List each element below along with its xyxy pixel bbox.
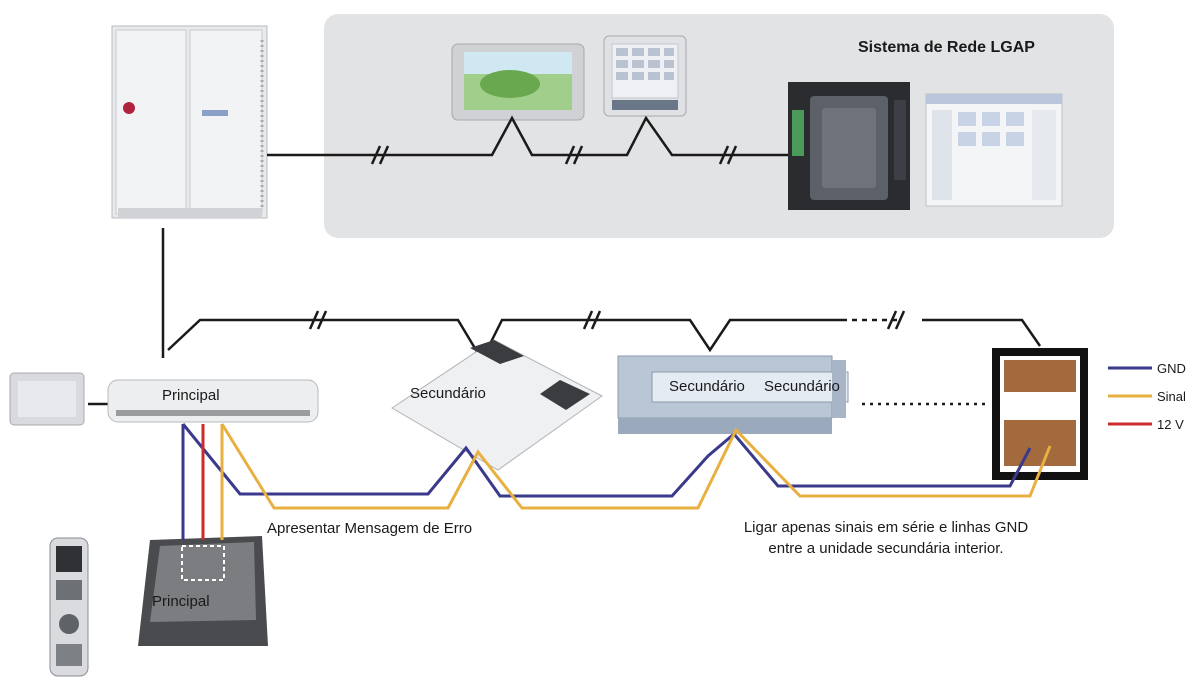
network-title: Sistema de Rede LGAP	[858, 39, 1035, 56]
gateway-module-icon	[788, 82, 910, 210]
label-secundario-cassette: Secundário	[410, 385, 486, 402]
wire-legend: GND Sinal 12 V	[1108, 361, 1186, 432]
legend-label-power: 12 V	[1157, 417, 1184, 432]
outdoor-unit	[111, 25, 268, 219]
wall-controller-box	[9, 372, 85, 426]
legend-label-gnd: GND	[1157, 361, 1186, 376]
note-series-line2: entre a unidade secundária interior.	[768, 540, 1003, 557]
note-error-message: Apresentar Mensagem de Erro	[267, 520, 472, 537]
principal-indoor-unit	[107, 379, 319, 423]
remote-panel-unit	[992, 348, 1088, 480]
label-secundario-duct-2: Secundário	[764, 378, 840, 395]
duct-indoor-unit	[617, 355, 849, 434]
wired-controller	[138, 536, 268, 646]
label-principal-main: Principal	[162, 387, 220, 404]
label-secundario-duct-1: Secundário	[669, 378, 745, 395]
display-frame	[181, 545, 225, 581]
lg-logo-icon	[123, 102, 135, 114]
keypad-controller-icon	[603, 35, 687, 117]
touch-controller-icon	[451, 43, 585, 121]
legend-label-signal: Sinal	[1157, 389, 1186, 404]
pc-software-icon	[925, 93, 1063, 207]
note-series-line1: Ligar apenas sinais em série e linhas GN…	[744, 519, 1028, 536]
handheld-remote	[49, 537, 89, 677]
break-marks	[308, 145, 906, 330]
label-principal-controller: Principal	[152, 593, 210, 610]
cassette-indoor-unit	[391, 339, 603, 471]
gnd-wiring	[181, 423, 1032, 540]
signal-wiring	[220, 423, 1052, 540]
communication-lines	[88, 115, 1042, 406]
